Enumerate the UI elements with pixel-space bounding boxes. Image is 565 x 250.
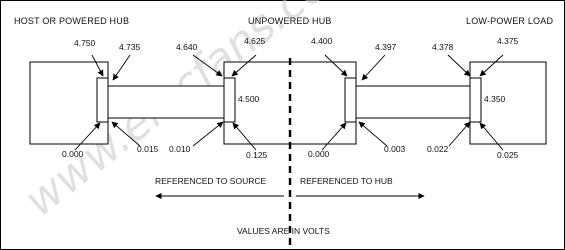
- value-0010: 0.010: [169, 144, 191, 154]
- leader-4375: [479, 54, 504, 77]
- host-title: HOST OR POWERED HUB: [14, 16, 129, 26]
- value-4350: 4.350: [484, 94, 506, 104]
- leader-4400: [324, 54, 348, 77]
- value-0000b: 0.000: [308, 149, 330, 159]
- load-connector: [469, 77, 482, 123]
- leader-4735: [112, 54, 131, 81]
- leader-0015: [111, 121, 141, 147]
- hub-upstream-connector: [223, 77, 236, 123]
- units-note: VALUES ARE IN VOLTS: [237, 226, 330, 236]
- host-connector: [96, 77, 109, 123]
- load-title: LOW-POWER LOAD: [466, 16, 553, 26]
- referenced-to-source-label: REFERENCED TO SOURCE: [155, 176, 266, 186]
- value-0025: 0.025: [497, 150, 519, 160]
- leader-4625: [231, 54, 257, 77]
- value-4400: 4.400: [311, 36, 333, 46]
- leader-4397: [361, 54, 386, 81]
- value-4735: 4.735: [119, 42, 141, 52]
- value-0022: 0.022: [427, 144, 449, 154]
- value-4750: 4.750: [74, 38, 96, 48]
- leader-0025: [479, 122, 504, 151]
- value-4500: 4.500: [238, 94, 260, 104]
- hub-title: UNPOWERED HUB: [248, 16, 332, 26]
- leader-4640: [192, 54, 223, 77]
- leader-0010: [192, 121, 224, 147]
- value-0125: 0.125: [246, 150, 268, 160]
- leader-0022: [448, 121, 471, 147]
- value-0000a: 0.000: [62, 149, 84, 159]
- host-box: [29, 61, 109, 145]
- value-4378: 4.378: [432, 42, 454, 52]
- cable-1: [107, 85, 225, 119]
- cable-2: [355, 85, 471, 119]
- leader-0003: [358, 121, 388, 147]
- value-0003: 0.003: [384, 144, 406, 154]
- value-0015: 0.015: [137, 144, 159, 154]
- leader-4750: [91, 54, 104, 77]
- value-4375: 4.375: [497, 36, 519, 46]
- leader-0125: [232, 122, 257, 151]
- value-4640: 4.640: [176, 42, 198, 52]
- hub-downstream-connector: [344, 77, 357, 123]
- value-4625: 4.625: [244, 36, 266, 46]
- value-4397: 4.397: [375, 42, 397, 52]
- leader-0000a: [74, 122, 101, 151]
- leader-4378: [447, 54, 471, 77]
- leader-0000b: [321, 122, 347, 151]
- referenced-to-hub-label: REFERENCED TO HUB: [300, 176, 393, 186]
